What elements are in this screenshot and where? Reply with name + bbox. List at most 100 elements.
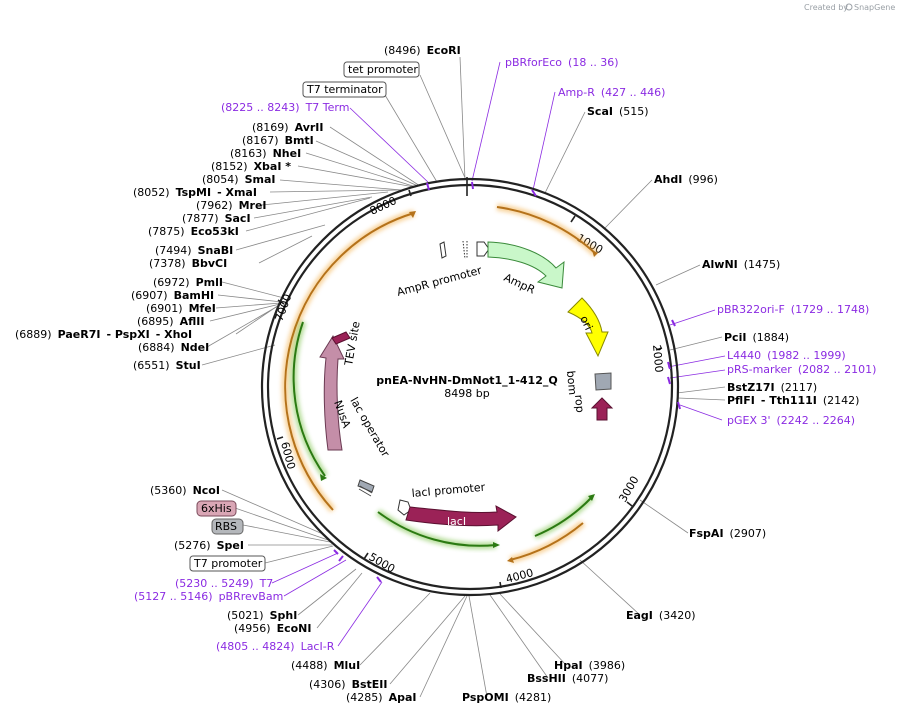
ampr-promoter-glyph [439,240,494,260]
label-aflii: (6895)AflII [137,315,204,328]
label-prsmarker: pRS-marker(2082 .. 2101) [727,363,876,376]
label-pbr322ori: pBR322ori-F(1729 .. 1748) [717,303,869,316]
leader-lines [201,56,726,698]
feature-arcs [281,203,599,564]
tick-label-5000: 5000 [367,550,398,575]
green-arc-2 [377,511,497,547]
label-snabi: (7494)SnaBI [155,244,233,257]
green-arc-2-head [493,542,500,548]
label-nhei: (8163)NheI [230,147,301,160]
laci-gene [405,505,517,533]
ampr-label: AmpR [502,271,538,297]
label-hpai: HpaI(3986) [554,659,625,672]
label-ndei: (6884)NdeI [138,341,209,354]
ampr-gene [487,241,565,289]
label-smai: (8054)SmaI [202,173,275,186]
t7-terminator-box [302,81,387,98]
orange-arc-1-head [592,250,598,257]
green-arc-3 [534,496,593,537]
label-mfei: (6901)MfeI [146,302,216,315]
ori-feature [567,297,609,358]
label-pcii: PciI(1884) [724,331,789,344]
label-t7-primer: (5230 .. 5249)T7 [175,577,273,590]
label-rbs: RBS [215,520,237,533]
label-apai: (4285)ApaI [346,691,416,704]
label-mrei: (7962)MreI [196,199,267,212]
label-pbrrevbam: (5127 .. 5146)pBRrevBam [134,590,283,603]
laci-promoter-label: lacI promoter [411,481,486,500]
rop-feature [590,397,614,421]
label-xbai: (8152)XbaI * [211,160,291,173]
t7-promoter-box [189,555,266,572]
label-l4440: L4440(1982 .. 1999) [727,349,846,362]
label-bstz17i: BstZ17I(2117) [727,381,817,394]
right-labels: pGEX 3'(2242 .. 2264) PflFI- Tth111I(214… [505,56,876,427]
label-eagi: EagI(3420) [626,609,695,622]
tick-marks [276,177,663,589]
laci-label: lacI [447,515,466,528]
label-lacir: (4805 .. 4824)LacI-R [216,640,335,653]
snapgene-credit: Created by SnapGene [804,3,895,12]
bottom-left-labels: (5360)NcoI 6xHis RBS (5276)SpeI T7 promo… [134,484,416,704]
label-bbvci: (7378)BbvCI [149,257,227,270]
label-6xhis: 6xHis [201,502,232,515]
bom-label: bom [564,370,579,395]
rbs-box [211,518,244,535]
bom-feature [594,372,612,391]
label-avrii: (8169)AvrII [252,121,323,134]
tick-label-2000: 2000 [650,344,665,373]
credit-created-by: Created by [804,3,848,12]
backbone [260,177,680,597]
label-saci: (7877)SacI [182,212,251,225]
label-stui: (6551)StuI [133,359,201,372]
plasmid-length: 8498 bp [444,387,489,400]
snapgene-logo-icon [845,3,853,11]
credit-brand: SnapGene [854,3,895,12]
nusa-gene [319,334,345,451]
label-bsshii: BssHII(4077) [527,672,608,685]
left-labels: (6972)PmlI (6907)BamHI (6901)MfeI (6895)… [15,276,223,372]
label-pflfi: PflFI- Tth111I(2142) [727,394,859,407]
green-arc-1 [292,321,326,477]
label-pgex3: pGEX 3'(2242 .. 2264) [727,414,855,427]
label-spei: (5276)SpeI [174,539,244,552]
label-ampr-primer: Amp-R(427 .. 446) [558,86,665,99]
tev-site-feature [331,331,351,345]
label-ncoi: (5360)NcoI [150,484,220,497]
orange-arc-2-head [409,211,416,218]
green-arc-glow-3 [533,494,595,540]
label-ahdi: AhdI(996) [654,173,718,186]
laci-promoter-glyph [397,499,412,516]
rop-label: rop [572,394,587,413]
label-tet-promoter: tet promoter [348,63,418,76]
label-t7term-primer: (8225 .. 8243)T7 Term [221,101,349,114]
green-arc-1-head [320,474,327,481]
label-pspomi: PspOMI(4281) [462,691,551,704]
label-eco53ki: (7875)Eco53kI [148,225,239,238]
ampr-promoter-label: AmpR promoter [395,264,483,299]
ori-label: ori [577,314,595,332]
label-t7-terminator: T7 terminator [306,83,383,96]
label-paer7i: (6889)PaeR7I- PspXI- XhoI [15,328,192,341]
label-tspmi: (8052)TspMI- XmaI [133,186,257,199]
label-ecori: (8496)EcoRI [384,44,461,57]
green-arc-3-head [588,494,595,501]
label-scai: ScaI(515) [587,105,649,118]
label-econi: (4956)EcoNI [234,622,311,635]
label-bmti: (8167)BmtI [242,134,314,147]
top-labels: (8496)EcoRI tet promoter T7 terminator (… [133,44,461,270]
plasmid-name: pnEA-NvHN-DmNot1_1-412_Q [376,374,557,387]
primer-marks [333,181,681,583]
tick-label-7000: 7000 [273,292,295,323]
lac-operator-glyph [357,479,375,497]
label-sphi: (5021)SphI [227,609,297,622]
6xhis-box [196,500,237,517]
lac-operator-label: lac operator [347,395,392,460]
label-bsteii: (4306)BstEII [309,678,387,691]
label-mlui: (4488)MluI [291,659,360,672]
orange-arc-2 [284,212,415,511]
tev-site-label: TEV site [342,320,363,367]
tet-promoter-box [343,61,420,78]
label-pmli: (6972)PmlI [153,276,223,289]
